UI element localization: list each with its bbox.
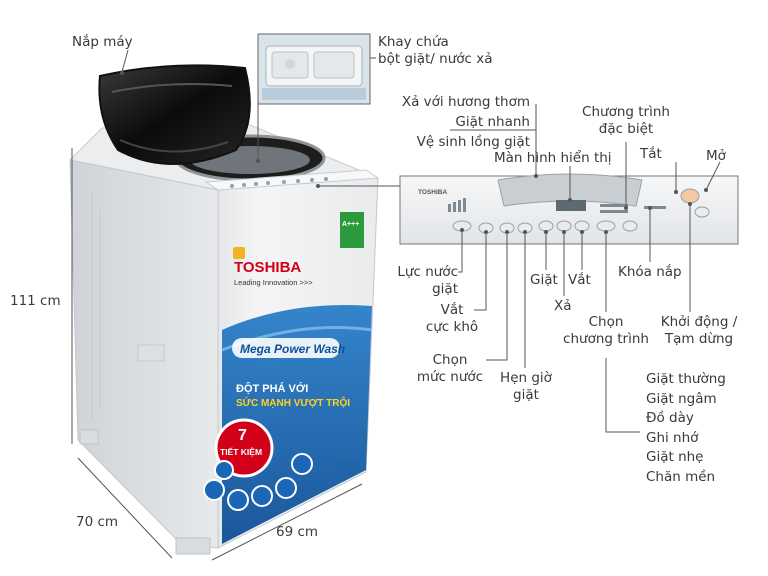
panel-brand: TOSHIBA <box>418 189 447 196</box>
label-water-force-line-1: Lực nước <box>397 264 458 280</box>
panel-indicator-dots <box>448 198 666 213</box>
slogan-line-1: ĐỘT PHÁ VỚI <box>236 382 308 395</box>
label-water-level-line-1: Chọn <box>432 352 468 368</box>
label-program-select: Chọn chương trình <box>560 314 652 348</box>
label-timer-line-2: giặt <box>513 387 539 403</box>
program-item: Đồ dày <box>646 410 694 426</box>
washer: TOSHIBA Leading Innovation >>> A+++ Mega… <box>68 64 380 555</box>
label-lid: Nắp máy <box>72 34 133 50</box>
label-timer-line-1: Hẹn giờ <box>500 370 552 386</box>
label-extra-dry: Vắt cực khô <box>420 302 484 336</box>
label-special-program-line-1: Chương trình <box>582 104 670 120</box>
callout-lines <box>71 49 721 561</box>
panel-display <box>556 200 586 211</box>
label-tray-line-1: Khay chứa <box>378 34 449 50</box>
feature-bubbles <box>203 453 313 511</box>
top-control-buttons <box>230 177 328 188</box>
dimension-width: 69 cm <box>276 524 319 540</box>
label-display: Màn hình hiển thị <box>494 150 612 166</box>
product-line: Mega Power Wash <box>240 342 345 356</box>
program-list: Giặt thường Giặt ngâm Đồ dày Ghi nhớ Giặ… <box>646 370 726 487</box>
label-program-select-line-1: Chọn <box>588 314 624 330</box>
label-start-pause-line-2: Tạm dừng <box>664 331 734 347</box>
label-water-level: Chọn mức nước <box>414 352 486 386</box>
label-water-force: Lực nước giặt <box>397 264 458 298</box>
label-program-select-line-2: chương trình <box>563 331 649 347</box>
label-tub-clean: Vệ sinh lồng giặt <box>416 134 530 150</box>
label-timer: Hẹn giờ giặt <box>494 370 558 404</box>
label-start-pause-line-1: Khởi động / <box>660 314 738 330</box>
brand-logo: TOSHIBA <box>234 259 301 276</box>
label-wash: Giặt <box>530 272 558 288</box>
dimension-height: 111 cm <box>10 293 61 309</box>
label-tray: Khay chứa bột giặt/ nước xả <box>378 34 493 68</box>
label-rinse: Xả <box>554 298 572 314</box>
label-spin: Vắt <box>568 272 591 288</box>
brand-tagline: Leading Innovation >>> <box>234 278 313 287</box>
detergent-drawer-inset <box>257 33 371 105</box>
label-extra-dry-line-2: cực khô <box>425 319 479 335</box>
energy-label: A+++ <box>342 221 359 228</box>
label-special-program-line-2: đặc biệt <box>598 121 654 137</box>
label-water-force-line-2: giặt <box>432 281 458 297</box>
label-off: Tắt <box>640 146 662 162</box>
program-item: Giặt thường <box>646 371 726 387</box>
program-item: Giặt ngâm <box>646 390 717 407</box>
label-start-pause: Khởi động / Tạm dừng <box>650 314 748 348</box>
label-extra-dry-line-1: Vắt <box>440 302 464 318</box>
control-panel-inset: TOSHIBA <box>399 173 739 245</box>
badge-main: TIẾT KIỆM <box>220 446 262 457</box>
label-on: Mở <box>706 148 726 164</box>
badge-number: 7 <box>238 427 247 444</box>
label-quick-wash: Giặt nhanh <box>455 114 530 130</box>
panel-buttons <box>452 188 710 234</box>
label-fragrance-rinse: Xả với hương thơm <box>401 94 530 110</box>
label-tray-line-2: bột giặt/ nước xả <box>378 51 493 67</box>
slogan-line-2: SỨC MẠNH VƯỢT TRỘI <box>236 396 350 409</box>
program-item: Ghi nhớ <box>646 429 699 446</box>
label-lid-lock: Khóa nắp <box>618 264 682 280</box>
mega-power-wash-graphic <box>222 305 372 544</box>
dimension-depth: 70 cm <box>76 514 119 530</box>
program-item: Giặt nhẹ <box>646 449 704 465</box>
label-special-program: Chương trình đặc biệt <box>580 104 672 138</box>
program-item: Chăn mền <box>646 468 716 485</box>
washer-lid <box>98 64 251 165</box>
side-panel-lines <box>91 190 165 420</box>
label-water-level-line-2: mức nước <box>416 369 484 385</box>
